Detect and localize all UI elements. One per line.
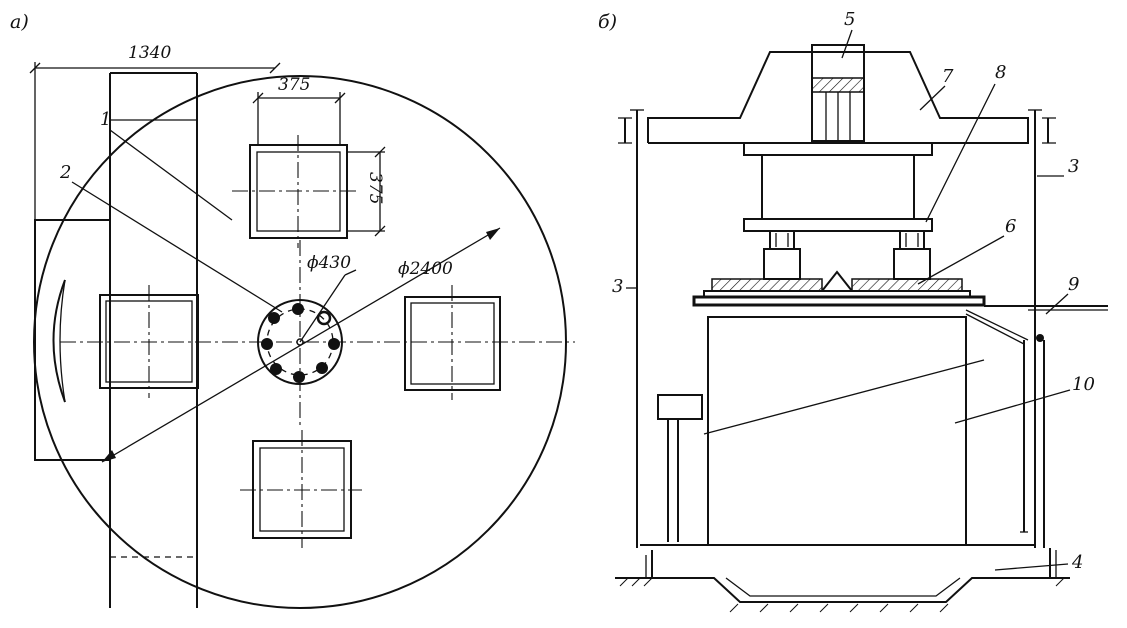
callout-3-left: 3	[612, 276, 636, 297]
svg-text:5: 5	[844, 9, 855, 30]
callout-5: 5	[841, 9, 855, 59]
callout-9: 9	[1045, 274, 1079, 315]
elevation-view: б)	[598, 9, 1108, 613]
svg-text:2: 2	[59, 162, 71, 183]
svg-text:6: 6	[1005, 216, 1016, 237]
rotary-table	[692, 295, 1108, 311]
dim-375-h-text: 375	[278, 75, 310, 95]
callout-2: 2	[59, 162, 283, 313]
dimension-375-horizontal: 375	[252, 75, 346, 145]
callout-3-right: 3	[1037, 156, 1079, 177]
dim-430-text: ϕ430	[307, 253, 351, 273]
callout-8: 8	[925, 62, 1006, 223]
callout-6: 6	[917, 216, 1016, 285]
dimension-diameter-430: ϕ430	[299, 253, 357, 343]
panel-b-label: б)	[598, 11, 617, 33]
columns-3	[630, 109, 1042, 548]
dim-1340-text: 1340	[128, 43, 171, 63]
cylinder-5	[811, 44, 865, 142]
panel-a-label: а)	[10, 11, 29, 33]
callout-4: 4	[994, 552, 1083, 573]
dim-375-v-text: 375	[365, 172, 385, 204]
svg-text:3: 3	[1068, 156, 1079, 177]
callout-1: 1	[100, 109, 233, 221]
press-pistons	[763, 230, 931, 280]
mold-square-top	[232, 135, 360, 248]
dim-2400-text: ϕ2400	[398, 259, 453, 279]
mold-square-bottom	[240, 430, 362, 548]
mold-square-left	[99, 285, 199, 398]
central-hub	[257, 299, 343, 385]
vertical-beam	[109, 72, 198, 608]
svg-text:4: 4	[1071, 552, 1083, 573]
crosshead	[618, 51, 1056, 144]
svg-text:9: 9	[1068, 274, 1079, 295]
svg-text:7: 7	[942, 66, 954, 87]
dimension-1340: 1340	[29, 43, 281, 220]
side-pipes	[1020, 340, 1045, 548]
section-reference-line	[703, 359, 985, 435]
svg-text:8: 8	[995, 62, 1006, 83]
plan-view: а)	[10, 11, 575, 609]
dimension-diameter-2400: ϕ2400	[101, 227, 501, 463]
svg-text:10: 10	[1072, 374, 1095, 395]
base-block-10	[707, 309, 1044, 546]
dimension-375-vertical: 375	[347, 146, 386, 237]
control-box	[657, 394, 703, 542]
foundation-4	[615, 544, 1070, 613]
callout-7: 7	[919, 66, 954, 111]
svg-text:1: 1	[100, 109, 111, 130]
mold-square-right	[404, 285, 501, 400]
upper-platen	[743, 142, 933, 232]
svg-text:3: 3	[612, 276, 623, 297]
callout-10: 10	[954, 374, 1095, 424]
